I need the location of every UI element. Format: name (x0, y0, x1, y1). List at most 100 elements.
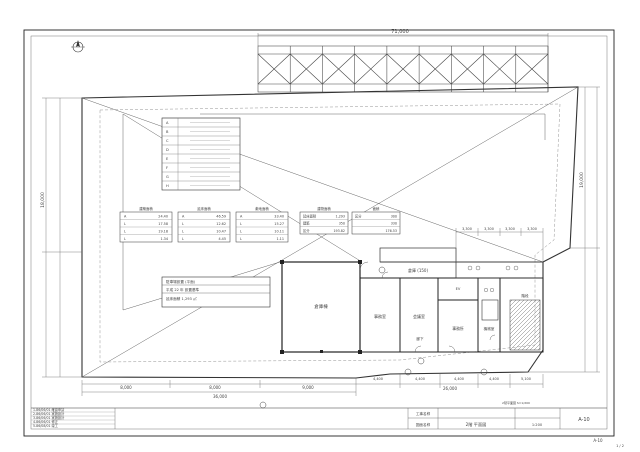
bottom-width-label: 36,000 (213, 394, 227, 399)
title-cell-b: 図面名称 (416, 422, 431, 427)
bottom-dimensions (81, 374, 544, 396)
stats-cell-value: 4.45 (218, 237, 226, 241)
stair-hatch (509, 299, 541, 351)
corridor: 廊下 (416, 336, 424, 341)
stats-cell-value: 1.34 (160, 237, 168, 241)
sheet-inner-border (30, 35, 608, 430)
legend-row-key: E (166, 157, 169, 161)
area-cell-value: 350 (339, 222, 345, 226)
dim-bottom-left-3: 9,000 (302, 385, 314, 390)
area-cell-key: 延床面積 (303, 213, 317, 218)
truss-diagonal (451, 53, 484, 85)
truss-diagonal (483, 53, 516, 85)
page-mark: 1 / 2 (616, 444, 624, 448)
stats-cell-key: A (182, 215, 185, 219)
stats-cell-value: 46.59 (216, 215, 226, 219)
stats-cell-value: 12.62 (216, 222, 226, 226)
room-g: 階段 (521, 293, 529, 298)
area-cell-value: 1,293 (336, 214, 345, 218)
room-d: EV (456, 287, 461, 291)
truss-diagonal (418, 53, 452, 85)
area-cell-value: 193.82 (333, 229, 345, 233)
revision-row-5: 5-86/08/01 竣工 (33, 423, 59, 428)
dim-bottom-right-5: 5,100 (521, 377, 531, 381)
revision-row-3: 3-86/06/01 実施設計 (33, 415, 65, 420)
dim-bottom-right-total: 26,000 (443, 386, 457, 391)
area-table-frame (351, 211, 401, 235)
right-dimensions (528, 86, 600, 373)
legend-note-line-3: 延床面積 1,293 ㎡ (166, 296, 197, 301)
area-cell-key: 区分 (355, 213, 362, 218)
area-table-frame (299, 211, 349, 235)
dim-building-top-1: 3,300 (462, 227, 472, 231)
north-arrow-icon (71, 40, 85, 53)
area-cell-value: 330 (391, 222, 397, 226)
area-cell-value: 176.53 (385, 229, 397, 233)
drawing-title: 2階 平面図 (466, 421, 487, 428)
dim-bottom-right-1: 4,400 (373, 377, 383, 381)
legend-row-key: G (166, 175, 169, 179)
dim-bottom-right-2: 4,400 (415, 377, 425, 381)
stats-cell-value: 15.27 (274, 222, 284, 226)
truss-diagonal (257, 53, 291, 85)
stats-cell-key: L (240, 230, 242, 234)
stats-table-title: 敷地面積 (255, 206, 269, 211)
truss-diagonal (386, 53, 420, 85)
door-swings (359, 261, 496, 353)
top-dimension: 71,000 (257, 29, 549, 46)
upper-annex (379, 247, 544, 279)
top-width-label: 71,000 (391, 29, 409, 35)
site-boundary (81, 86, 579, 379)
stats-cell-key: L (182, 237, 184, 241)
stats-cell-key: A (240, 215, 243, 219)
left-dimensions (42, 97, 82, 378)
stats-cell-value: 10.47 (216, 230, 226, 234)
legend-note-line-2: 平成 22 年 設置基準 (166, 287, 200, 292)
stats-cell-value: 17.58 (158, 222, 168, 226)
sheet-number: A-10 (578, 417, 589, 423)
stats-table-title: 延床面積 (197, 206, 211, 211)
stats-cell-value: 33.40 (274, 215, 284, 219)
room-office-a: 事務室 (374, 313, 386, 319)
stats-cell-value: 24.40 (158, 215, 168, 219)
legend-row-key: F (166, 166, 168, 170)
area-cell-value: 300 (391, 214, 397, 218)
stats-cell-key: L (124, 230, 126, 234)
room-office-b: 会議室 (413, 313, 425, 319)
truss-canopy (257, 45, 549, 93)
truss-diagonal (290, 53, 323, 85)
area-table-title: 面積 (373, 206, 380, 211)
stats-cell-key: L (124, 222, 126, 226)
stats-cell-value: 10.11 (274, 230, 284, 234)
sheet-outer-border (23, 29, 615, 437)
notes-right: 2階平面図 S=1/200 (502, 400, 530, 405)
stats-cell-value: 1.11 (276, 237, 284, 241)
stats-cell-key: A (124, 215, 127, 219)
revision-row-4: 4-86/06/01 修正 (33, 419, 59, 424)
dim-bottom-right-4: 4,400 (489, 377, 499, 381)
title-block (31, 407, 607, 429)
truss-diagonal (515, 53, 549, 85)
stats-cell-key: L (182, 230, 184, 234)
ev-shaft (481, 299, 499, 321)
left-height-label: 18,000 (40, 192, 46, 208)
dim-bottom-left-1: 8,000 (120, 385, 132, 390)
survey-points (259, 266, 488, 409)
stats-cell-value: 19.18 (158, 230, 168, 234)
legend-row-key: H (166, 184, 169, 188)
building-top-dims (455, 228, 544, 262)
legend-row-key: D (166, 148, 169, 152)
dim-building-top-4: 3,300 (527, 227, 537, 231)
legend-row-key: A (166, 121, 169, 125)
dim-building-top-3: 3,300 (505, 227, 515, 231)
stats-cell-key: L (182, 222, 184, 226)
dim-building-top-2: 3,300 (484, 227, 494, 231)
stats-cell-key: L (240, 237, 242, 241)
legend-note: 駐車場設置 (平面) 平成 22 年 設置基準 延床面積 1,293 ㎡ (161, 276, 271, 308)
main-hall-label: 倉庫棟 (314, 303, 328, 310)
area-table-title: 建物面積 (317, 206, 331, 211)
